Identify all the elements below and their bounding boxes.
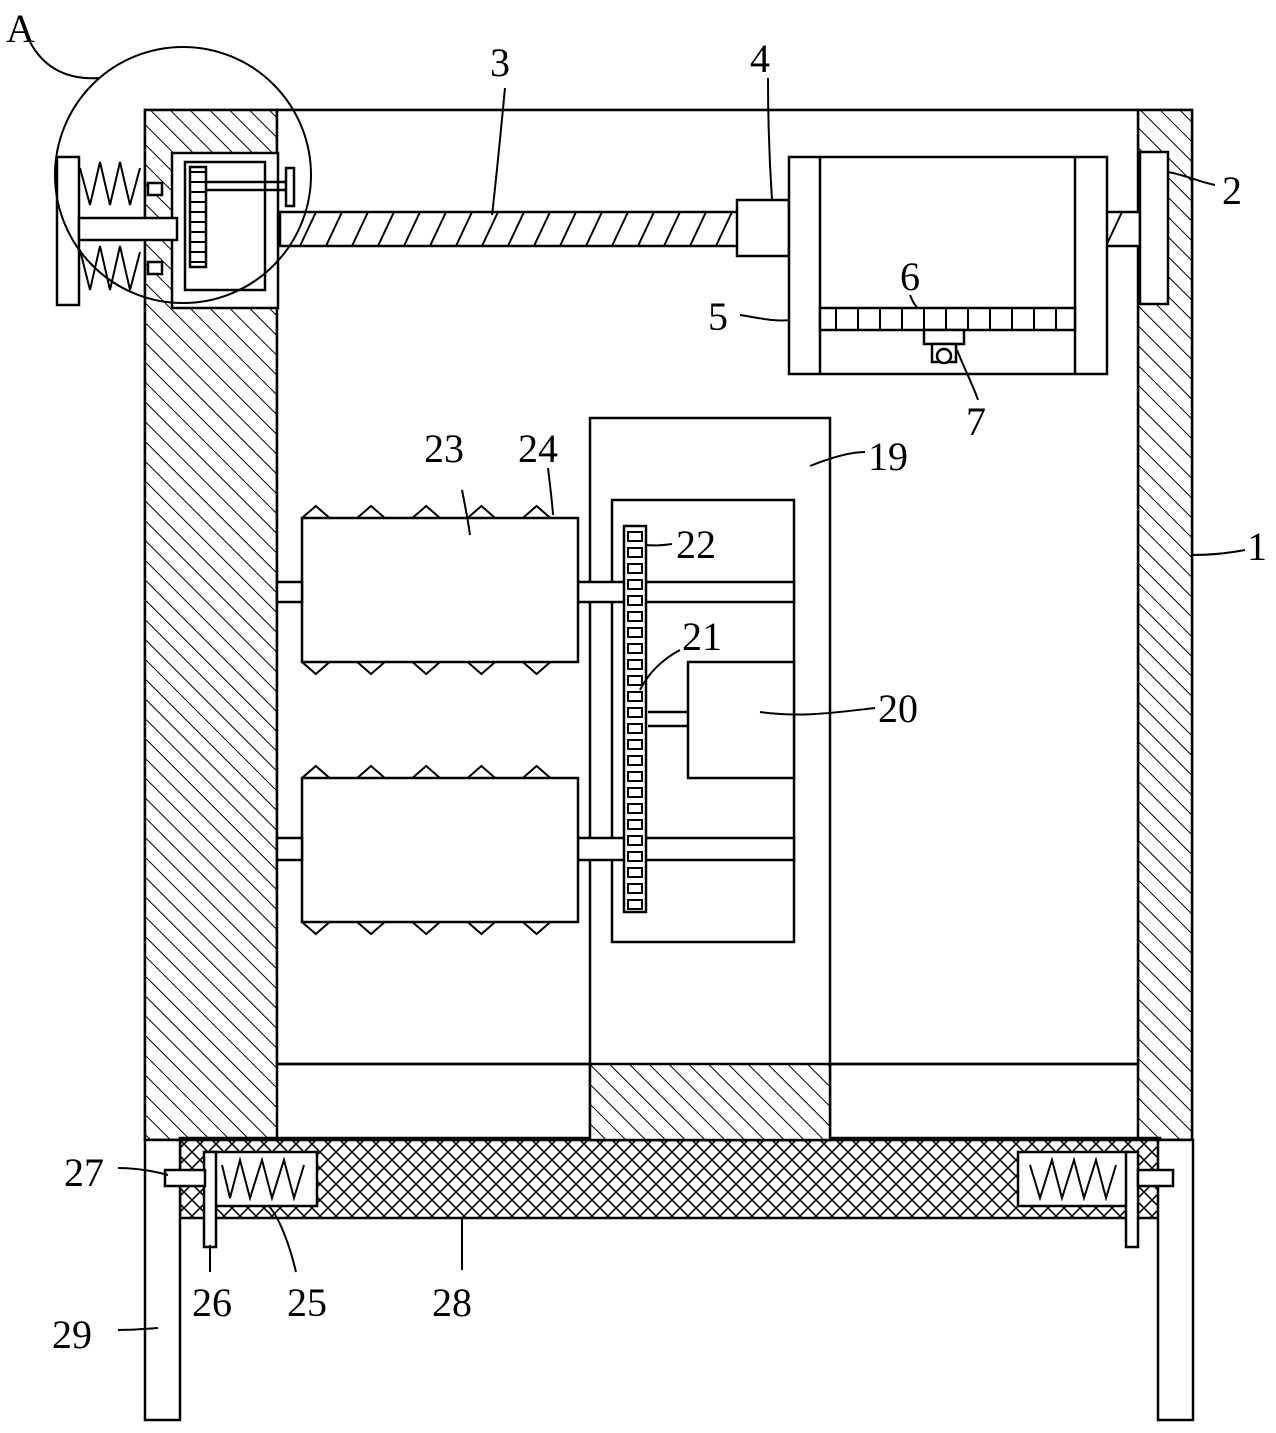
label-3: 3 bbox=[490, 40, 510, 85]
label-5: 5 bbox=[708, 294, 728, 339]
central-column bbox=[576, 416, 832, 1142]
lower-roller-teeth bbox=[301, 921, 578, 936]
label-23: 23 bbox=[424, 426, 464, 471]
lower-roller-teeth bbox=[301, 764, 578, 779]
label-A: A bbox=[6, 6, 35, 51]
upper-roller-teeth bbox=[301, 504, 578, 519]
left-spring-assembly bbox=[163, 1150, 319, 1249]
nozzle bbox=[922, 328, 966, 346]
nut bbox=[735, 198, 791, 258]
label-26: 26 bbox=[192, 1280, 232, 1325]
label-1: 1 bbox=[1247, 524, 1267, 569]
label-22: 22 bbox=[676, 522, 716, 567]
upper-roller-teeth bbox=[301, 661, 578, 676]
upper-roller bbox=[275, 504, 580, 676]
label-4: 4 bbox=[750, 36, 770, 81]
label-29: 29 bbox=[52, 1312, 92, 1357]
leader-lines bbox=[29, 41, 1246, 1331]
label-6: 6 bbox=[900, 254, 920, 299]
sliding-box bbox=[787, 155, 1109, 376]
base-plate bbox=[178, 1136, 1162, 1220]
label-20: 20 bbox=[878, 686, 918, 731]
label-24: 24 bbox=[518, 426, 558, 471]
label-19: 19 bbox=[868, 434, 908, 479]
motor bbox=[686, 660, 796, 780]
label-2: 2 bbox=[1222, 168, 1242, 213]
right-bearing bbox=[1138, 150, 1170, 306]
gear-rack bbox=[622, 524, 648, 914]
label-28: 28 bbox=[432, 1280, 472, 1325]
left-adjuster bbox=[54, 46, 312, 310]
lower-roller bbox=[275, 764, 580, 936]
label-7: 7 bbox=[966, 399, 986, 444]
right-spring-assembly bbox=[1016, 1150, 1175, 1249]
label-27: 27 bbox=[64, 1150, 104, 1195]
label-21: 21 bbox=[682, 614, 722, 659]
label-25: 25 bbox=[287, 1280, 327, 1325]
gear-rack-teeth bbox=[627, 531, 643, 910]
